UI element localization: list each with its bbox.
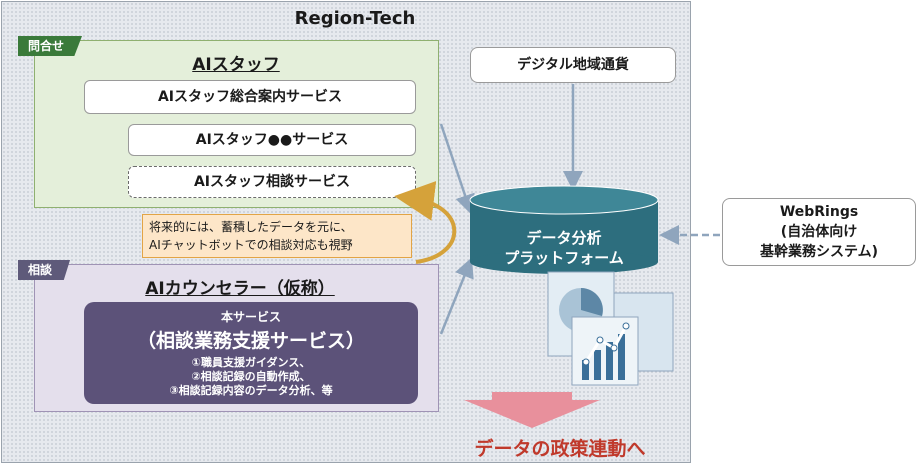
future-note: 将来的には、蓄積したデータを元に、 AIチャットボットでの相談対応も視野: [142, 214, 412, 258]
platform-label-line-2: プラットフォーム: [504, 249, 624, 267]
consult-flag: 相談: [18, 260, 71, 280]
platform-label: データ分析 プラットフォーム: [470, 228, 658, 268]
digital-currency-box: デジタル地域通貨: [470, 47, 676, 83]
main-service-small-label: 本サービス: [220, 310, 281, 324]
main-service-item-1: ①職員支援ガイダンス、: [191, 356, 311, 369]
platform-cylinder: [469, 185, 659, 274]
diagram-title: Region-Tech: [294, 8, 416, 29]
webrings-line-3: 基幹業務システム): [760, 244, 878, 260]
future-note-line-2: AIチャットボットでの相談対応も視野: [149, 238, 353, 252]
main-service-box: 本サービス （相談業務支援サービス） ①職員支援ガイダンス、 ②相談記録の自動作…: [84, 302, 418, 404]
webrings-line-1: WebRings: [779, 204, 859, 220]
chart-icons: [547, 271, 674, 386]
main-service-item-3: ③相談記録内容のデータ分析、等: [169, 384, 333, 397]
down-arrow: [464, 392, 600, 428]
arrow-from-consult: [439, 257, 474, 335]
inquiry-flag: 問合せ: [18, 36, 83, 56]
ai-staff-xx-service: AIスタッフ●●サービス: [128, 124, 416, 156]
ai-staff-heading: AIスタッフ: [192, 55, 280, 75]
main-service-item-2: ②相談記録の自動作成、: [191, 370, 311, 383]
ai-counselor-heading: AIカウンセラー（仮称）: [145, 279, 335, 299]
main-service-title: （相談業務支援サービス）: [136, 330, 365, 352]
ai-staff-guide-service: AIスタッフ総合案内サービス: [84, 80, 416, 114]
feedback-arrow: [394, 181, 457, 264]
arrow-from-inquiry: [439, 123, 475, 215]
webrings-line-2: (自治体向け: [780, 224, 858, 240]
platform-label-line-1: データ分析: [526, 229, 602, 247]
ai-staff-consult-service: AIスタッフ相談サービス: [128, 166, 416, 198]
policy-link-text: データの政策連動へ: [474, 438, 646, 460]
future-note-line-1: 将来的には、蓄積したデータを元に、: [149, 220, 353, 234]
webrings-box: WebRings (自治体向け 基幹業務システム): [722, 198, 916, 266]
